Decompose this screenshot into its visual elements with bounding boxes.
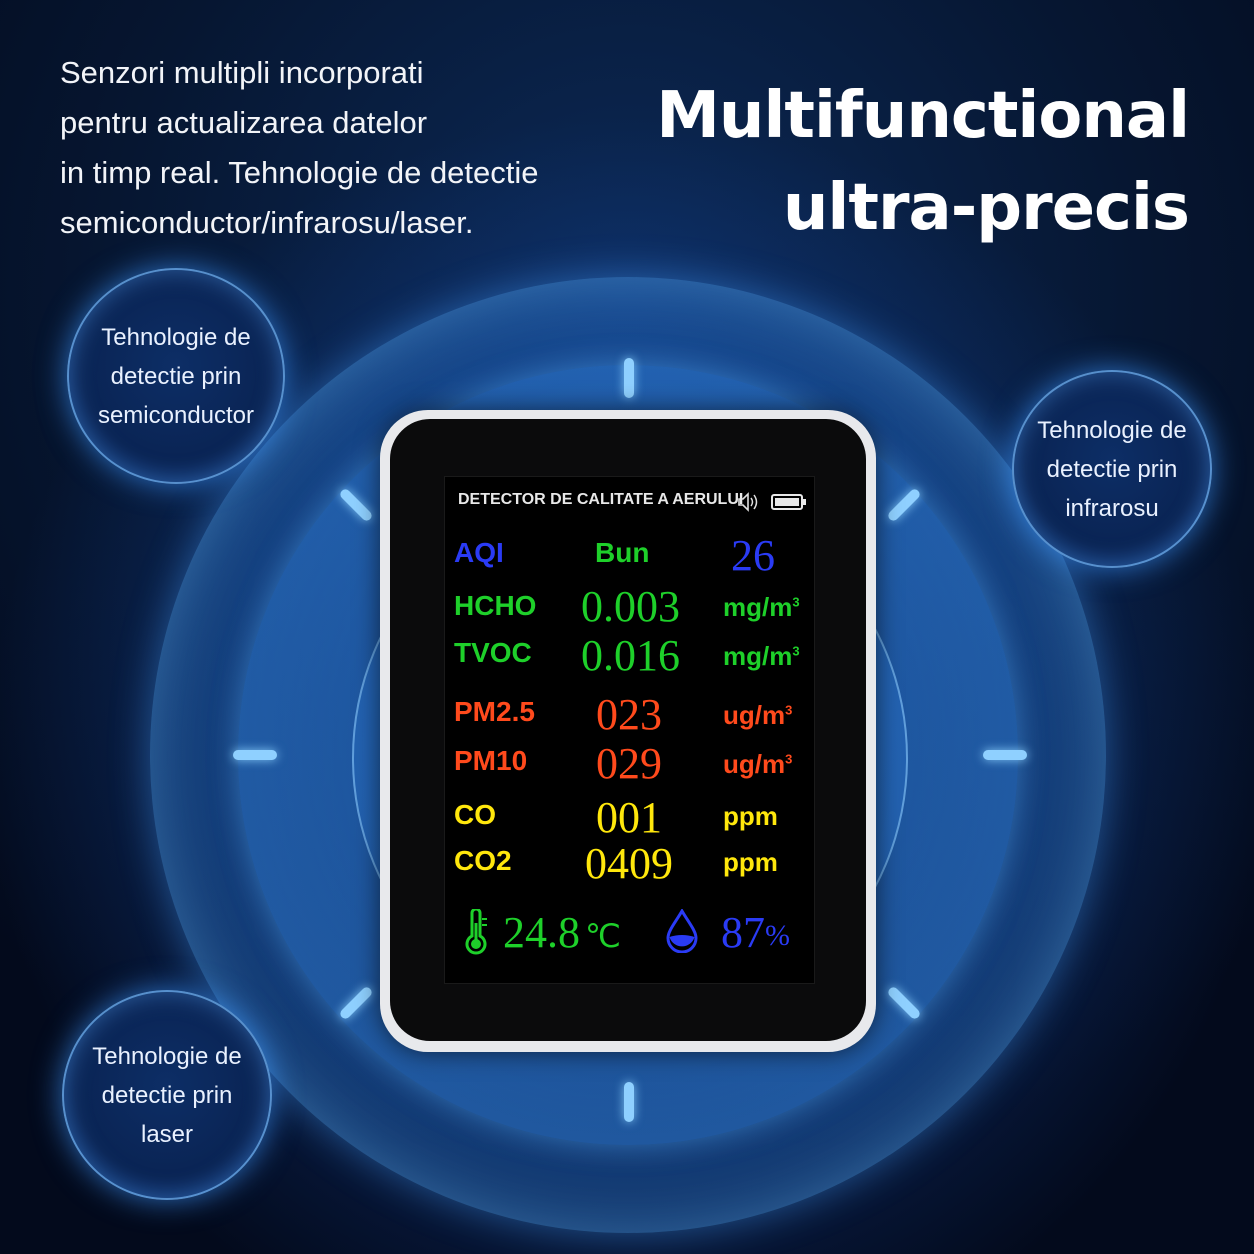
water-drop-icon [666,909,698,953]
laser-tech-bubble: Tehnologie de detectie prin laser [62,990,272,1200]
headline-line-2: ultra-precis [782,171,1190,245]
pm25-label: PM2.5 [454,696,535,727]
bubble-line: Tehnologie de [101,323,251,351]
temperature-value: 24.8 [503,908,580,957]
headline-line-1: Multifunctional [656,79,1190,153]
aqi-label: AQI [454,537,504,568]
co2-row: CO2 0409 ppm [445,839,814,890]
unit-superscript: 3 [792,643,800,659]
ring-tick [338,487,374,523]
bubble-line: infrarosu [1065,494,1159,522]
device-screen: DETECTOR DE CALITATE A AERULUI AQI Bun 2… [444,476,815,984]
bubble-line: Tehnologie de [1037,416,1187,444]
co-value: 001 [596,793,662,842]
tvoc-unit: mg/m3 [723,641,800,672]
bubble-line: detectie prin [1046,455,1178,483]
pm10-label: PM10 [454,745,528,776]
infrared-tech-bubble: Tehnologie de detectie prin infrarosu [1012,370,1212,568]
ring-tick [338,985,374,1021]
battery-icon [771,494,806,510]
unit-text: mg/m [723,592,793,622]
humidity-unit: % [765,919,790,952]
hcho-value: 0.003 [581,582,680,631]
semiconductor-tech-bubble: Tehnologie de detectie prin semiconducto… [67,268,285,484]
intro-line: Senzori multipli incorporati [60,55,424,90]
ring-tick [624,1082,634,1122]
speaker-icon [738,492,758,512]
aqi-row: AQI Bun 26 [445,531,814,582]
unit-text: ug/m [723,700,786,730]
bubble-line: Tehnologie de [92,1042,242,1070]
pm10-unit: ug/m3 [723,749,792,780]
unit-text: mg/m [723,641,793,671]
ring-tick [624,358,634,398]
tvoc-row: TVOC 0.016 mg/m3 [445,631,814,682]
intro-line: semiconductor/infrarosu/laser. [60,205,474,240]
intro-text: Senzori multipli incorporati pentru actu… [60,48,580,248]
aqi-status: Bun [595,537,650,568]
intro-line: in timp real. Tehnologie de detectie [60,155,539,190]
bubble-line: detectie prin [101,1081,233,1109]
co-row: CO 001 ppm [445,793,814,844]
bubble-line: semiconductor [97,401,255,429]
ring-tick [886,985,922,1021]
ring-tick [983,750,1027,760]
tvoc-value: 0.016 [581,631,680,680]
bubble-line: detectie prin [110,362,242,390]
hcho-row: HCHO 0.003 mg/m3 [445,582,814,633]
co2-label: CO2 [454,845,512,876]
co2-unit: ppm [723,847,778,877]
screen-title: DETECTOR DE CALITATE A AERULUI [458,491,744,508]
ring-tick [886,487,922,523]
unit-superscript: 3 [792,594,800,610]
pm25-row: PM2.5 023 ug/m3 [445,690,814,741]
unit-superscript: 3 [785,751,793,767]
pm25-unit: ug/m3 [723,700,792,731]
temperature-unit: ℃ [585,918,621,954]
intro-line: pentru actualizarea datelor [60,105,428,140]
co2-value: 0409 [585,839,673,888]
thermometer-icon [465,909,487,955]
unit-superscript: 3 [785,702,793,718]
co-label: CO [454,799,496,830]
ring-tick [233,750,277,760]
hcho-label: HCHO [454,590,537,621]
unit-text: ug/m [723,749,786,779]
pm10-row: PM10 029 ug/m3 [445,739,814,790]
hcho-unit: mg/m3 [723,592,800,623]
bubble-line: laser [140,1120,194,1148]
pm25-value: 023 [596,690,662,739]
headline: Multifunctional ultra-precis [656,70,1190,254]
pm10-value: 029 [596,739,662,788]
aqi-value: 26 [731,531,775,580]
humidity-value: 87 [721,908,765,957]
co-unit: ppm [723,801,778,831]
tvoc-label: TVOC [454,637,532,668]
